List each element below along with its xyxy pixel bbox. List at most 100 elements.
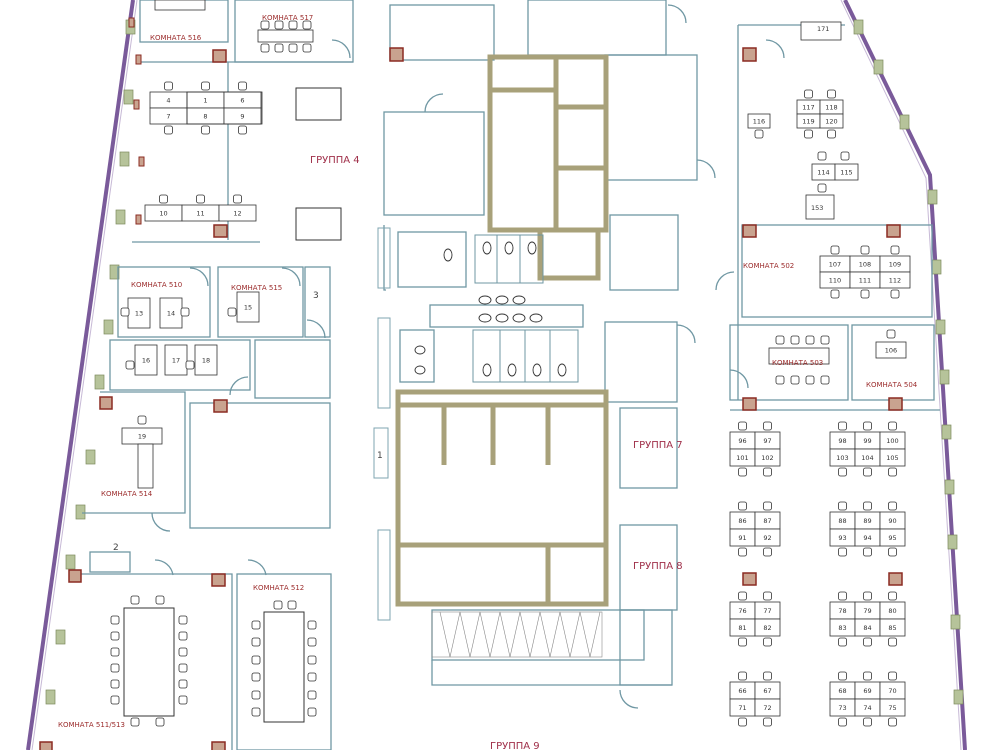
desk-number-17: 17: [172, 357, 180, 365]
desk-number-91: 91: [738, 534, 746, 542]
chair: [238, 81, 247, 91]
furniture-layer: [110, 0, 911, 727]
zone-2-label: 2: [113, 543, 119, 553]
desk-number-69: 69: [863, 687, 871, 695]
chair: [775, 335, 785, 345]
chair: [125, 360, 135, 370]
desk: [194, 344, 218, 376]
chair: [763, 501, 772, 511]
chair: [890, 289, 900, 299]
desk-number-102: 102: [761, 454, 773, 462]
desk-number-119: 119: [802, 118, 814, 126]
desk-number-88: 88: [838, 517, 846, 525]
desk-number-72: 72: [763, 704, 771, 712]
desk-number-74: 74: [863, 704, 871, 712]
chair: [775, 375, 785, 385]
chair: [888, 717, 897, 727]
desk-number-7: 7: [166, 113, 170, 121]
desk: [754, 528, 781, 547]
desk-171-label: 171: [817, 25, 829, 33]
desk-number-90: 90: [888, 517, 896, 525]
chair: [863, 717, 872, 727]
chair: [830, 289, 840, 299]
chair: [110, 615, 120, 625]
chair: [754, 129, 764, 139]
chair: [763, 671, 772, 681]
room-labels: КОМНАТА 516 КОМНАТА 517 КОМНАТА 510 КОМН…: [58, 14, 918, 729]
chair: [804, 129, 813, 139]
chair: [863, 637, 872, 647]
chair: [155, 717, 165, 727]
group-labels: ГРУППА 4 ГРУППА 7 ГРУППА 8 ГРУППА 9: [310, 155, 683, 750]
desk: [819, 113, 844, 129]
chair: [888, 501, 897, 511]
misc-labels: 1 2 3 171 153: [113, 25, 829, 553]
chair: [738, 591, 747, 601]
desk-number-117: 117: [802, 104, 814, 112]
chair: [159, 194, 168, 204]
chair: [251, 620, 261, 630]
chair: [273, 600, 283, 610]
chair: [838, 421, 847, 431]
chair: [738, 637, 747, 647]
chair: [251, 637, 261, 647]
structural-columns: [39, 47, 903, 750]
desk-number-77: 77: [763, 607, 771, 615]
desk: [747, 113, 771, 129]
chair: [838, 671, 847, 681]
chair: [307, 672, 317, 682]
toilet-fixtures: [414, 241, 567, 377]
desk: [879, 528, 906, 547]
chair: [130, 717, 140, 727]
chair: [863, 501, 872, 511]
desk-number-78: 78: [838, 607, 846, 615]
chair: [863, 421, 872, 431]
room-510-label: КОМНАТА 510: [131, 281, 182, 289]
chair: [110, 647, 120, 657]
group-9-label: ГРУППА 9: [490, 741, 540, 750]
desk: [218, 204, 257, 222]
chair: [178, 695, 188, 705]
desk-number-96: 96: [738, 437, 746, 445]
chair: [110, 695, 120, 705]
desk-number-12: 12: [233, 210, 241, 218]
facade-columns: [45, 19, 964, 705]
facade-small-columns: [128, 17, 145, 225]
room-516-label: КОМНАТА 516: [150, 34, 202, 42]
chair: [790, 375, 800, 385]
desk-number-104: 104: [861, 454, 873, 462]
desk: [164, 344, 188, 376]
group-7-label: ГРУППА 7: [633, 440, 683, 451]
desk-number-111: 111: [859, 277, 871, 285]
chair: [307, 637, 317, 647]
chair: [110, 631, 120, 641]
chair: [260, 43, 270, 53]
desk-number-118: 118: [825, 104, 837, 112]
desk-number-98: 98: [838, 437, 846, 445]
chair: [178, 615, 188, 625]
desk-number-82: 82: [763, 624, 771, 632]
desk-number-19: 19: [138, 433, 146, 441]
chair: [888, 671, 897, 681]
chair: [274, 43, 284, 53]
desk-number-8: 8: [203, 113, 207, 121]
desk: [257, 29, 314, 43]
desk-153: [805, 194, 835, 220]
desk-number-73: 73: [838, 704, 846, 712]
chair: [120, 307, 130, 317]
desk-number-76: 76: [738, 607, 746, 615]
desk: [875, 341, 907, 359]
shafts: [373, 227, 391, 621]
chair: [763, 637, 772, 647]
desk-number-95: 95: [888, 534, 896, 542]
chair: [110, 679, 120, 689]
sofa: [295, 207, 342, 241]
chair: [164, 81, 173, 91]
desk-number-18: 18: [202, 357, 210, 365]
chair: [251, 672, 261, 682]
chair: [863, 591, 872, 601]
room-502-label: КОМНАТА 502: [743, 262, 794, 270]
meeting-table-503: [768, 347, 830, 365]
desk: [134, 344, 158, 376]
chair: [888, 421, 897, 431]
